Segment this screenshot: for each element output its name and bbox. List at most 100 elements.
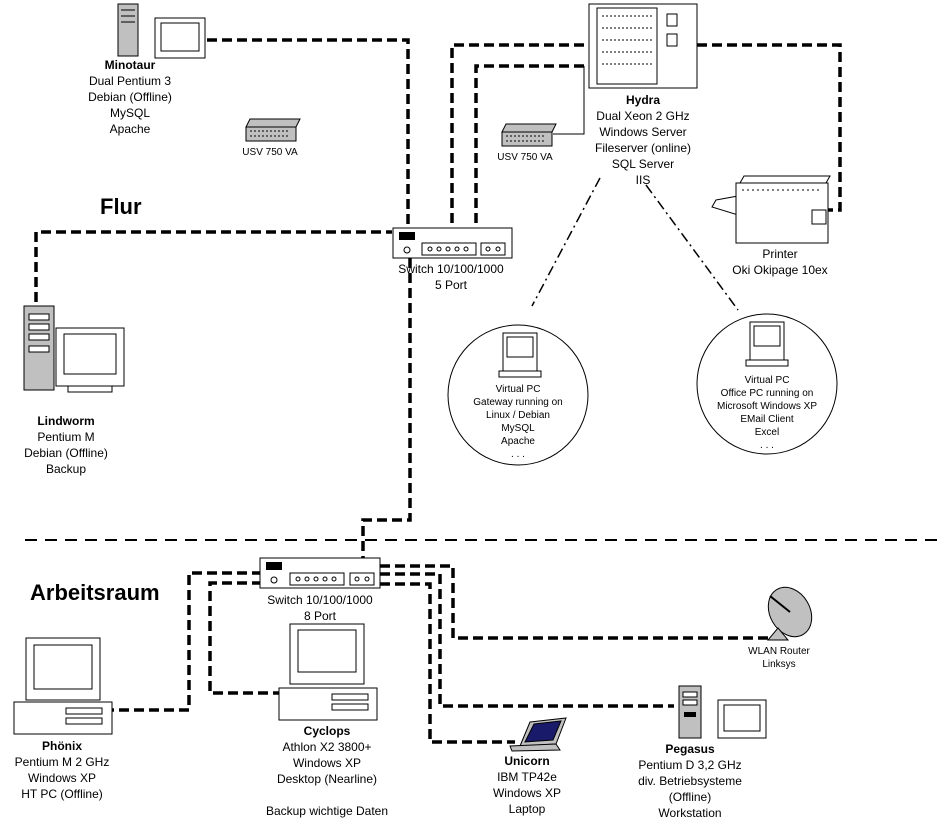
- printer-line-1: Printer: [762, 247, 797, 261]
- hydra-line-1: Dual Xeon 2 GHz: [596, 109, 689, 123]
- hydra-line-4: SQL Server: [612, 157, 674, 171]
- ups-icon: [245, 118, 301, 142]
- cable-lindworm-switch5: [34, 230, 392, 302]
- virtual-link-vpc2: [645, 184, 739, 311]
- cable-switch5-switch8: [361, 258, 412, 560]
- pegasus-line-2: div. Betriebsysteme: [638, 774, 742, 788]
- minotaur-node[interactable]: Minotaur Dual Pentium 3 Debian (Offline)…: [88, 3, 206, 136]
- hydra-line-3: Fileserver (online): [595, 141, 691, 155]
- ups-icon: [501, 123, 557, 147]
- unicorn-line-1: IBM TP42e: [497, 770, 557, 784]
- laptop-icon: [509, 717, 567, 752]
- lindworm-node[interactable]: Lindworm Pentium M Debian (Offline) Back…: [23, 305, 125, 476]
- minotaur-line-3: MySQL: [110, 106, 150, 120]
- switch8-line-1: Switch 10/100/1000: [267, 593, 373, 607]
- tower-icon: [678, 685, 702, 739]
- monitor-icon: [25, 637, 101, 701]
- vpc2-line-4: EMail Client: [740, 414, 794, 425]
- phoenix-name: Phönix: [42, 739, 82, 753]
- cable-switch8-wlan: [380, 564, 770, 640]
- wlan-router-node[interactable]: WLAN Router Linksys: [748, 579, 820, 670]
- satellite-dish-icon: [766, 586, 813, 641]
- unicorn-name: Unicorn: [504, 754, 549, 768]
- cyclops-line-2: Windows XP: [293, 756, 361, 770]
- tower-icon: [117, 3, 139, 57]
- pegasus-node[interactable]: Pegasus Pentium D 3,2 GHz div. Betriebsy…: [638, 685, 767, 820]
- tower-icon: [23, 305, 55, 391]
- vpc2-line-3: Microsoft Windows XP: [717, 401, 817, 412]
- unicorn-line-3: Laptop: [509, 802, 546, 816]
- minotaur-line-2: Debian (Offline): [88, 90, 172, 104]
- switch-icon: [259, 557, 381, 589]
- server-icon: [588, 3, 698, 89]
- hydra-line-5: IIS: [636, 173, 651, 187]
- vpc1-line-4: MySQL: [501, 423, 535, 434]
- cyclops-line-3: Desktop (Nearline): [277, 772, 377, 786]
- monitor-icon: [55, 327, 125, 393]
- vpc2-line-6: . . .: [760, 440, 774, 451]
- computer-icon: [498, 332, 542, 378]
- cyclops-node[interactable]: Cyclops Athlon X2 3800+ Windows XP Deskt…: [266, 623, 388, 818]
- printer-icon: [711, 175, 831, 244]
- printer-node[interactable]: Printer Oki Okipage 10ex: [711, 175, 831, 277]
- vpc2-line-2: Office PC running on: [721, 388, 814, 399]
- cyclops-note: Backup wichtige Daten: [266, 804, 388, 818]
- vpc1-line-5: Apache: [501, 436, 535, 447]
- lindworm-line-2: Debian (Offline): [24, 446, 108, 460]
- pegasus-line-3: (Offline): [669, 790, 711, 804]
- virtual-pc-gateway-node[interactable]: Virtual PC Gateway running on Linux / De…: [447, 324, 589, 466]
- phoenix-line-3: HT PC (Offline): [21, 787, 103, 801]
- hydra-node[interactable]: Hydra Dual Xeon 2 GHz Windows Server Fil…: [588, 3, 698, 187]
- hydra-line-2: Windows Server: [599, 125, 686, 139]
- switch-8-port-node[interactable]: Switch 10/100/1000 8 Port: [259, 557, 381, 623]
- cable-minotaur-switch5: [207, 38, 410, 232]
- cable-hydra-switch5-b: [474, 64, 584, 228]
- vpc2-line-1: Virtual PC: [745, 375, 790, 386]
- vpc1-line-3: Linux / Debian: [486, 410, 550, 421]
- cable-switch8-cyclops: [208, 581, 283, 695]
- monitor-icon: [154, 17, 206, 59]
- computer-icon: [745, 321, 789, 367]
- unicorn-line-2: Windows XP: [493, 786, 561, 800]
- wlan-line-2: Linksys: [762, 659, 795, 670]
- vpc1-line-2: Gateway running on: [473, 397, 563, 408]
- virtual-pc-bubble: [696, 313, 838, 455]
- usv-right-label: USV 750 VA: [497, 152, 553, 163]
- switch8-line-2: 8 Port: [304, 609, 337, 623]
- usv-left-node[interactable]: USV 750 VA: [242, 118, 301, 158]
- phoenix-line-1: Pentium M 2 GHz: [15, 755, 110, 769]
- phoenix-node[interactable]: Phönix Pentium M 2 GHz Windows XP HT PC …: [13, 637, 113, 801]
- vpc1-line-6: . . .: [511, 449, 525, 460]
- network-cables: [34, 38, 842, 744]
- virtual-pc-bubble: [447, 324, 589, 466]
- desktop-case-icon: [13, 701, 113, 735]
- vpc1-line-1: Virtual PC: [496, 384, 541, 395]
- monitor-icon: [289, 623, 365, 685]
- unicorn-node[interactable]: Unicorn IBM TP42e Windows XP Laptop: [493, 717, 567, 816]
- minotaur-line-1: Dual Pentium 3: [89, 74, 171, 88]
- virtual-pc-office-node[interactable]: Virtual PC Office PC running on Microsof…: [696, 313, 838, 455]
- cyclops-line-1: Athlon X2 3800+: [282, 740, 371, 754]
- monitor-icon: [717, 699, 767, 739]
- phoenix-line-2: Windows XP: [28, 771, 96, 785]
- lindworm-name: Lindworm: [37, 414, 94, 428]
- wlan-line-1: WLAN Router: [748, 646, 810, 657]
- cable-switch8-unicorn: [380, 582, 515, 744]
- desktop-case-icon: [278, 687, 378, 721]
- usv-right-node[interactable]: USV 750 VA: [497, 123, 557, 163]
- minotaur-line-4: Apache: [110, 122, 151, 136]
- lindworm-line-1: Pentium M: [37, 430, 94, 444]
- usv-left-label: USV 750 VA: [242, 147, 298, 158]
- switch5-line-1: Switch 10/100/1000: [398, 262, 504, 276]
- pegasus-name: Pegasus: [665, 742, 715, 756]
- cable-hydra-printer: [697, 43, 842, 212]
- minotaur-name: Minotaur: [105, 58, 156, 72]
- pegasus-line-4: Workstation: [658, 806, 721, 820]
- switch-icon: [392, 227, 513, 259]
- switch-5-port-node[interactable]: Switch 10/100/1000 5 Port: [392, 227, 513, 292]
- area-label-flur: Flur: [100, 194, 142, 219]
- area-label-arbeitsraum: Arbeitsraum: [30, 580, 160, 605]
- printer-line-2: Oki Okipage 10ex: [732, 263, 827, 277]
